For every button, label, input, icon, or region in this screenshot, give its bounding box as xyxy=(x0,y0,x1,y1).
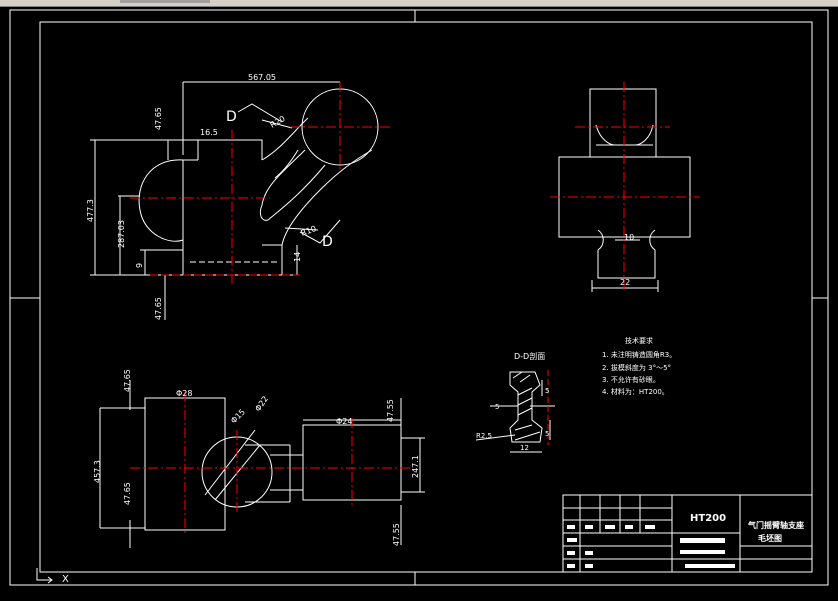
dim-section-r25: R2.5 xyxy=(476,432,492,440)
window-top-edge xyxy=(0,0,838,7)
dim-diameter-22: Φ22 xyxy=(253,394,270,413)
status-bar-edge xyxy=(0,592,838,597)
title-block-fills xyxy=(567,525,735,568)
dim-radius-fillet: R10 xyxy=(300,224,318,238)
dim-section-12: 12 xyxy=(520,444,529,452)
drawing-frame xyxy=(9,9,829,586)
dim-diameter-15: Φ15 xyxy=(229,407,247,425)
dim-height-4573: 457.3 xyxy=(93,460,102,483)
dim-radius-large: R20 xyxy=(269,114,287,130)
dim-diameter-28: Φ28 xyxy=(176,389,192,398)
ucs-x-label: X xyxy=(62,574,69,585)
dim-bottom-offset: 47.65 xyxy=(154,297,163,320)
tech-req-title: 技术要求 xyxy=(625,336,653,345)
section-marker-d-lower: D xyxy=(322,234,333,250)
dim-mid-height: 287.03 xyxy=(117,220,126,248)
dim-overall-width: 567.05 xyxy=(248,73,276,82)
title-block xyxy=(562,494,813,573)
dim-right-4755-b: 47.55 xyxy=(392,523,401,546)
section-d-d xyxy=(475,371,555,453)
dim-section-5c: 5 xyxy=(545,430,549,438)
dim-right-4755: 47.55 xyxy=(386,399,395,422)
toolbar-remnant xyxy=(120,0,210,3)
title-block-material: HT200 xyxy=(690,513,726,524)
top-view-centerlines xyxy=(130,392,410,535)
title-block-drawing-type: 毛坯图 xyxy=(758,533,782,543)
cad-drawing-canvas[interactable]: 567.05 16.5 R20 R10 477.3 287.03 9 14 47… xyxy=(0,7,838,597)
tech-req-item-1: 1. 未注明铸造圆角R3。 xyxy=(602,350,676,359)
dim-small-9: 9 xyxy=(135,263,144,268)
dim-diameter-24: Φ24 xyxy=(336,417,352,426)
dim-hub-offset: 16.5 xyxy=(200,128,218,137)
dim-small-14: 14 xyxy=(293,252,302,262)
dim-total-height: 477.3 xyxy=(86,199,95,222)
dim-top-left-4765: 47.65 xyxy=(123,369,132,392)
front-view xyxy=(90,81,379,320)
tech-req-item-2: 2. 拔模斜度为 3°～5° xyxy=(602,363,671,372)
front-view-centerlines xyxy=(130,82,392,285)
section-marker-d-upper: D xyxy=(226,109,237,125)
dim-section-5b: 5 xyxy=(495,403,499,411)
side-view-centerlines xyxy=(550,82,700,290)
section-title: D-D剖面 xyxy=(514,351,545,361)
tech-req-item-4: 4. 材料为：HT200。 xyxy=(602,387,669,396)
tech-req-item-3: 3. 不允许有砂眼。 xyxy=(602,375,660,384)
title-block-part-name: 气门摇臂轴支座 xyxy=(747,520,804,530)
dim-mid-4765: 47.65 xyxy=(123,482,132,505)
dim-section-width-22: 22 xyxy=(620,278,630,287)
dim-height-2471: 247.1 xyxy=(411,455,420,478)
top-view xyxy=(99,380,425,548)
dim-section-width-10: 10 xyxy=(624,233,634,242)
dim-top-offset: 47.65 xyxy=(154,107,163,130)
ucs-icon xyxy=(36,568,53,584)
dim-section-5a: 5 xyxy=(545,387,549,395)
